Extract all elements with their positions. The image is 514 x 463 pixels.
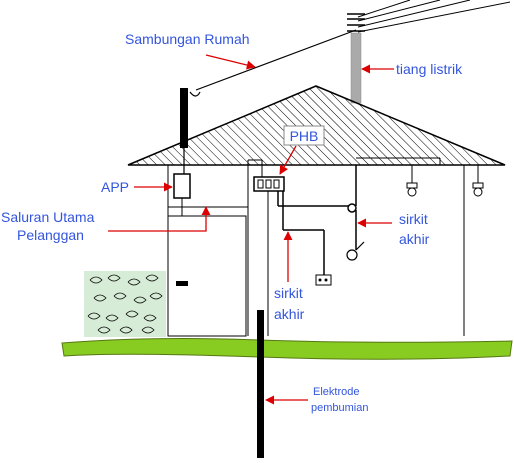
ground-grass xyxy=(61,338,513,360)
label-electrode-1: Elektrode xyxy=(313,386,359,398)
arrow-main-line xyxy=(108,206,211,232)
label-final-circuit-mid-1: sirkit xyxy=(274,285,303,301)
wall-socket xyxy=(315,274,332,286)
door-handle xyxy=(176,281,188,286)
label-electrode-2: pembumian xyxy=(311,402,368,414)
annotation-arrows xyxy=(108,54,394,405)
ceiling-lamp-1 xyxy=(406,165,418,197)
label-power-pole: tiang listrik xyxy=(396,61,463,77)
ceiling-lamp-2 xyxy=(472,165,484,197)
grounding-electrode xyxy=(257,310,264,458)
service-drop-cable xyxy=(195,29,357,91)
junction-box xyxy=(347,203,357,213)
cable-hook xyxy=(189,91,201,97)
app-meter xyxy=(173,173,191,199)
label-final-circuit-mid-2: akhir xyxy=(274,306,305,322)
bush xyxy=(84,271,166,337)
power-pole xyxy=(350,32,362,104)
label-service-connection: Sambungan Rumah xyxy=(125,31,250,47)
label-final-circuit-right-1: sirkit xyxy=(399,211,428,227)
circuit-wiring xyxy=(277,165,357,275)
light-switch xyxy=(346,249,358,261)
label-phb: PHB xyxy=(290,128,319,144)
arrow-phb xyxy=(279,145,297,175)
pole-insulators xyxy=(347,13,365,32)
label-main-line-1: Saluran Utama xyxy=(1,209,95,225)
arrow-service-connection xyxy=(205,54,256,70)
label-final-circuit-right-2: akhir xyxy=(399,231,430,247)
label-main-line-2: Pelanggan xyxy=(17,227,84,243)
roof-riser xyxy=(180,88,188,148)
label-app: APP xyxy=(101,179,129,195)
overhead-lines xyxy=(357,0,511,33)
door xyxy=(167,215,247,337)
phb-label-box xyxy=(283,125,325,146)
